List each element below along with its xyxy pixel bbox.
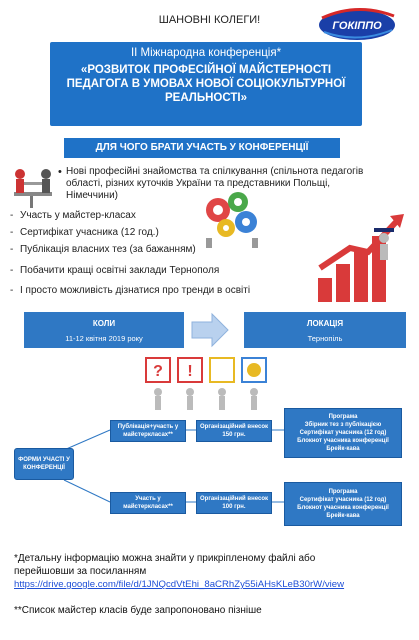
branch-participation: Участь у майстеркласах** <box>110 492 186 514</box>
intro-line-3: Німеччини) <box>66 190 118 201</box>
intro-line-1: Нові професійні знайомства та спілкуванн… <box>66 166 364 177</box>
program2-item: Блокнот учасника конференції <box>297 505 389 511</box>
program2-item: Програма <box>328 489 358 495</box>
sign-question: ? <box>153 363 163 380</box>
banner-title-line-3: РЕАЛЬНОСТІ» <box>164 92 247 104</box>
intro-bullet: • Нові професійні знайомства та спілкува… <box>58 166 396 202</box>
participation-forms-root: ФОРМИ УЧАСТІ У КОНФЕРЕНЦІЇ <box>14 448 74 480</box>
program1-item: Блокнот учасника конференції <box>297 438 389 444</box>
program-box-1: Програма Збірник тез з публікацією Серти… <box>284 408 402 458</box>
benefit-item: І просто можливість дізнатися про тренди… <box>10 285 250 297</box>
footnote-line-1: *Детальну інформацію можна знайти у прик… <box>14 553 316 564</box>
date-value: 11-12 квітня 2019 року <box>65 334 143 343</box>
gokippo-logo: ГОКІППО <box>316 4 398 44</box>
benefit-item: Публікація власних тез (за бажанням) <box>10 244 196 256</box>
gears-team-illustration <box>196 186 268 250</box>
program1-item: Сертифікат учасника (12 год) <box>299 430 387 436</box>
banner-title-line-2: ПЕДАГОГА В УМОВАХ НОВОЇ СОЦІОКУЛЬТУРНОЇ <box>66 78 346 90</box>
footnote-masterclasses: **Список майстер класів буде запропонова… <box>14 605 262 616</box>
arrow-right-icon <box>190 310 230 350</box>
fee-100: Організаційний внесок 100 грн. <box>196 492 272 514</box>
why-heading: ДЛЯ ЧОГО БРАТИ УЧАСТЬ У КОНФЕРЕНЦІЇ <box>64 138 340 158</box>
location-box: ЛОКАЦІЯ Тернопіль <box>244 312 406 348</box>
benefit-item: Побачити кращі освітні заклади Тернополя <box>10 265 219 277</box>
bullet-dot: • <box>58 166 62 178</box>
program-box-2: Програма Сертифікат учасника (12 год) Бл… <box>284 482 402 526</box>
greeting-heading: ШАНОВНІ КОЛЕГИ! <box>158 14 261 26</box>
program1-item: Програма <box>328 414 358 420</box>
program2-item: Брейк-кава <box>326 513 360 519</box>
program1-item: Брейк-кава <box>326 446 360 452</box>
date-box: КОЛИ 11-12 квітня 2019 року <box>24 312 184 348</box>
fee-150: Організаційний внесок 150 грн. <box>196 420 272 442</box>
program1-item: Збірник тез з публікацією <box>304 422 382 428</box>
branch-publication-participation: Публікація+участь у майстеркласах** <box>110 420 186 442</box>
flow-connectors <box>63 429 284 503</box>
program2-item: Сертифікат учасника (12 год) <box>299 497 387 503</box>
handshake-illustration <box>8 162 58 210</box>
location-title: ЛОКАЦІЯ <box>306 319 344 328</box>
intro-line-2: області, різних куточків України та пред… <box>66 178 331 189</box>
benefit-item: Участь у майстер-класах <box>10 210 136 222</box>
benefit-item: Сертифікат учасника (12 год.) <box>10 227 159 239</box>
banner-subtitle: ІІ Міжнародна конференція* <box>130 47 282 59</box>
logo-text: ГОКІППО <box>332 20 382 32</box>
date-title: КОЛИ <box>92 319 116 328</box>
banner-title-line-1: «РОЗВИТОК ПРОФЕСІЙНОЇ МАЙСТЕРНОСТІ <box>80 64 332 76</box>
sign-holders-illustration: ? ! <box>138 354 280 412</box>
sign-exclamation: ! <box>187 363 192 380</box>
footnote-line-2: перейшовши за посиланням <box>14 566 147 577</box>
footnote-details: *Детальну інформацію можна знайти у прик… <box>14 552 414 578</box>
location-value: Тернопіль <box>307 334 343 343</box>
logo-graphic <box>319 7 395 40</box>
benefits-list: Участь у майстер-класах Сертифікат учасн… <box>10 210 320 300</box>
conference-banner: ІІ Міжнародна конференція* «РОЗВИТОК ПРО… <box>50 42 362 126</box>
drive-link[interactable]: https://drive.google.com/file/d/1JNQcdVt… <box>14 579 345 590</box>
growth-graduate-illustration <box>310 208 410 308</box>
